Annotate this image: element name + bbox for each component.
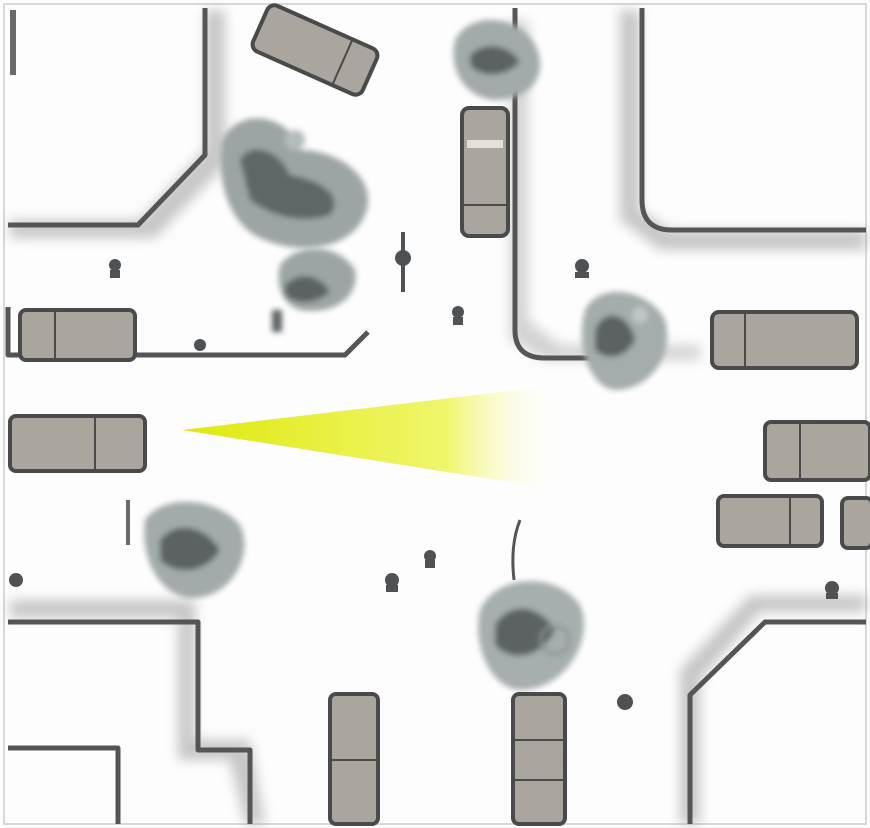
- pedestrian-5: [194, 339, 206, 351]
- car-west-parked: [20, 310, 135, 360]
- pedestrian-10: [9, 573, 23, 587]
- car-east-lower-1: [718, 496, 822, 546]
- car-east-lower-2: [842, 498, 870, 548]
- car-east-parked: [712, 312, 857, 368]
- car-south-2: [513, 694, 565, 824]
- pedestrian-4: [575, 259, 589, 278]
- pedestrian-6: [385, 573, 399, 592]
- car-east-road: [765, 422, 870, 480]
- car-south-1: [330, 694, 378, 824]
- pedestrian-1: [109, 259, 121, 278]
- pedestrian-3: [452, 306, 464, 325]
- road-post: [126, 500, 130, 545]
- car-north-lane: [462, 108, 508, 236]
- pedestrian-8: [617, 694, 633, 710]
- car-west-road: [10, 416, 145, 471]
- pedestrian-7: [424, 550, 436, 568]
- map-edge-mark: [10, 10, 16, 75]
- pedestrian-9: [825, 581, 839, 599]
